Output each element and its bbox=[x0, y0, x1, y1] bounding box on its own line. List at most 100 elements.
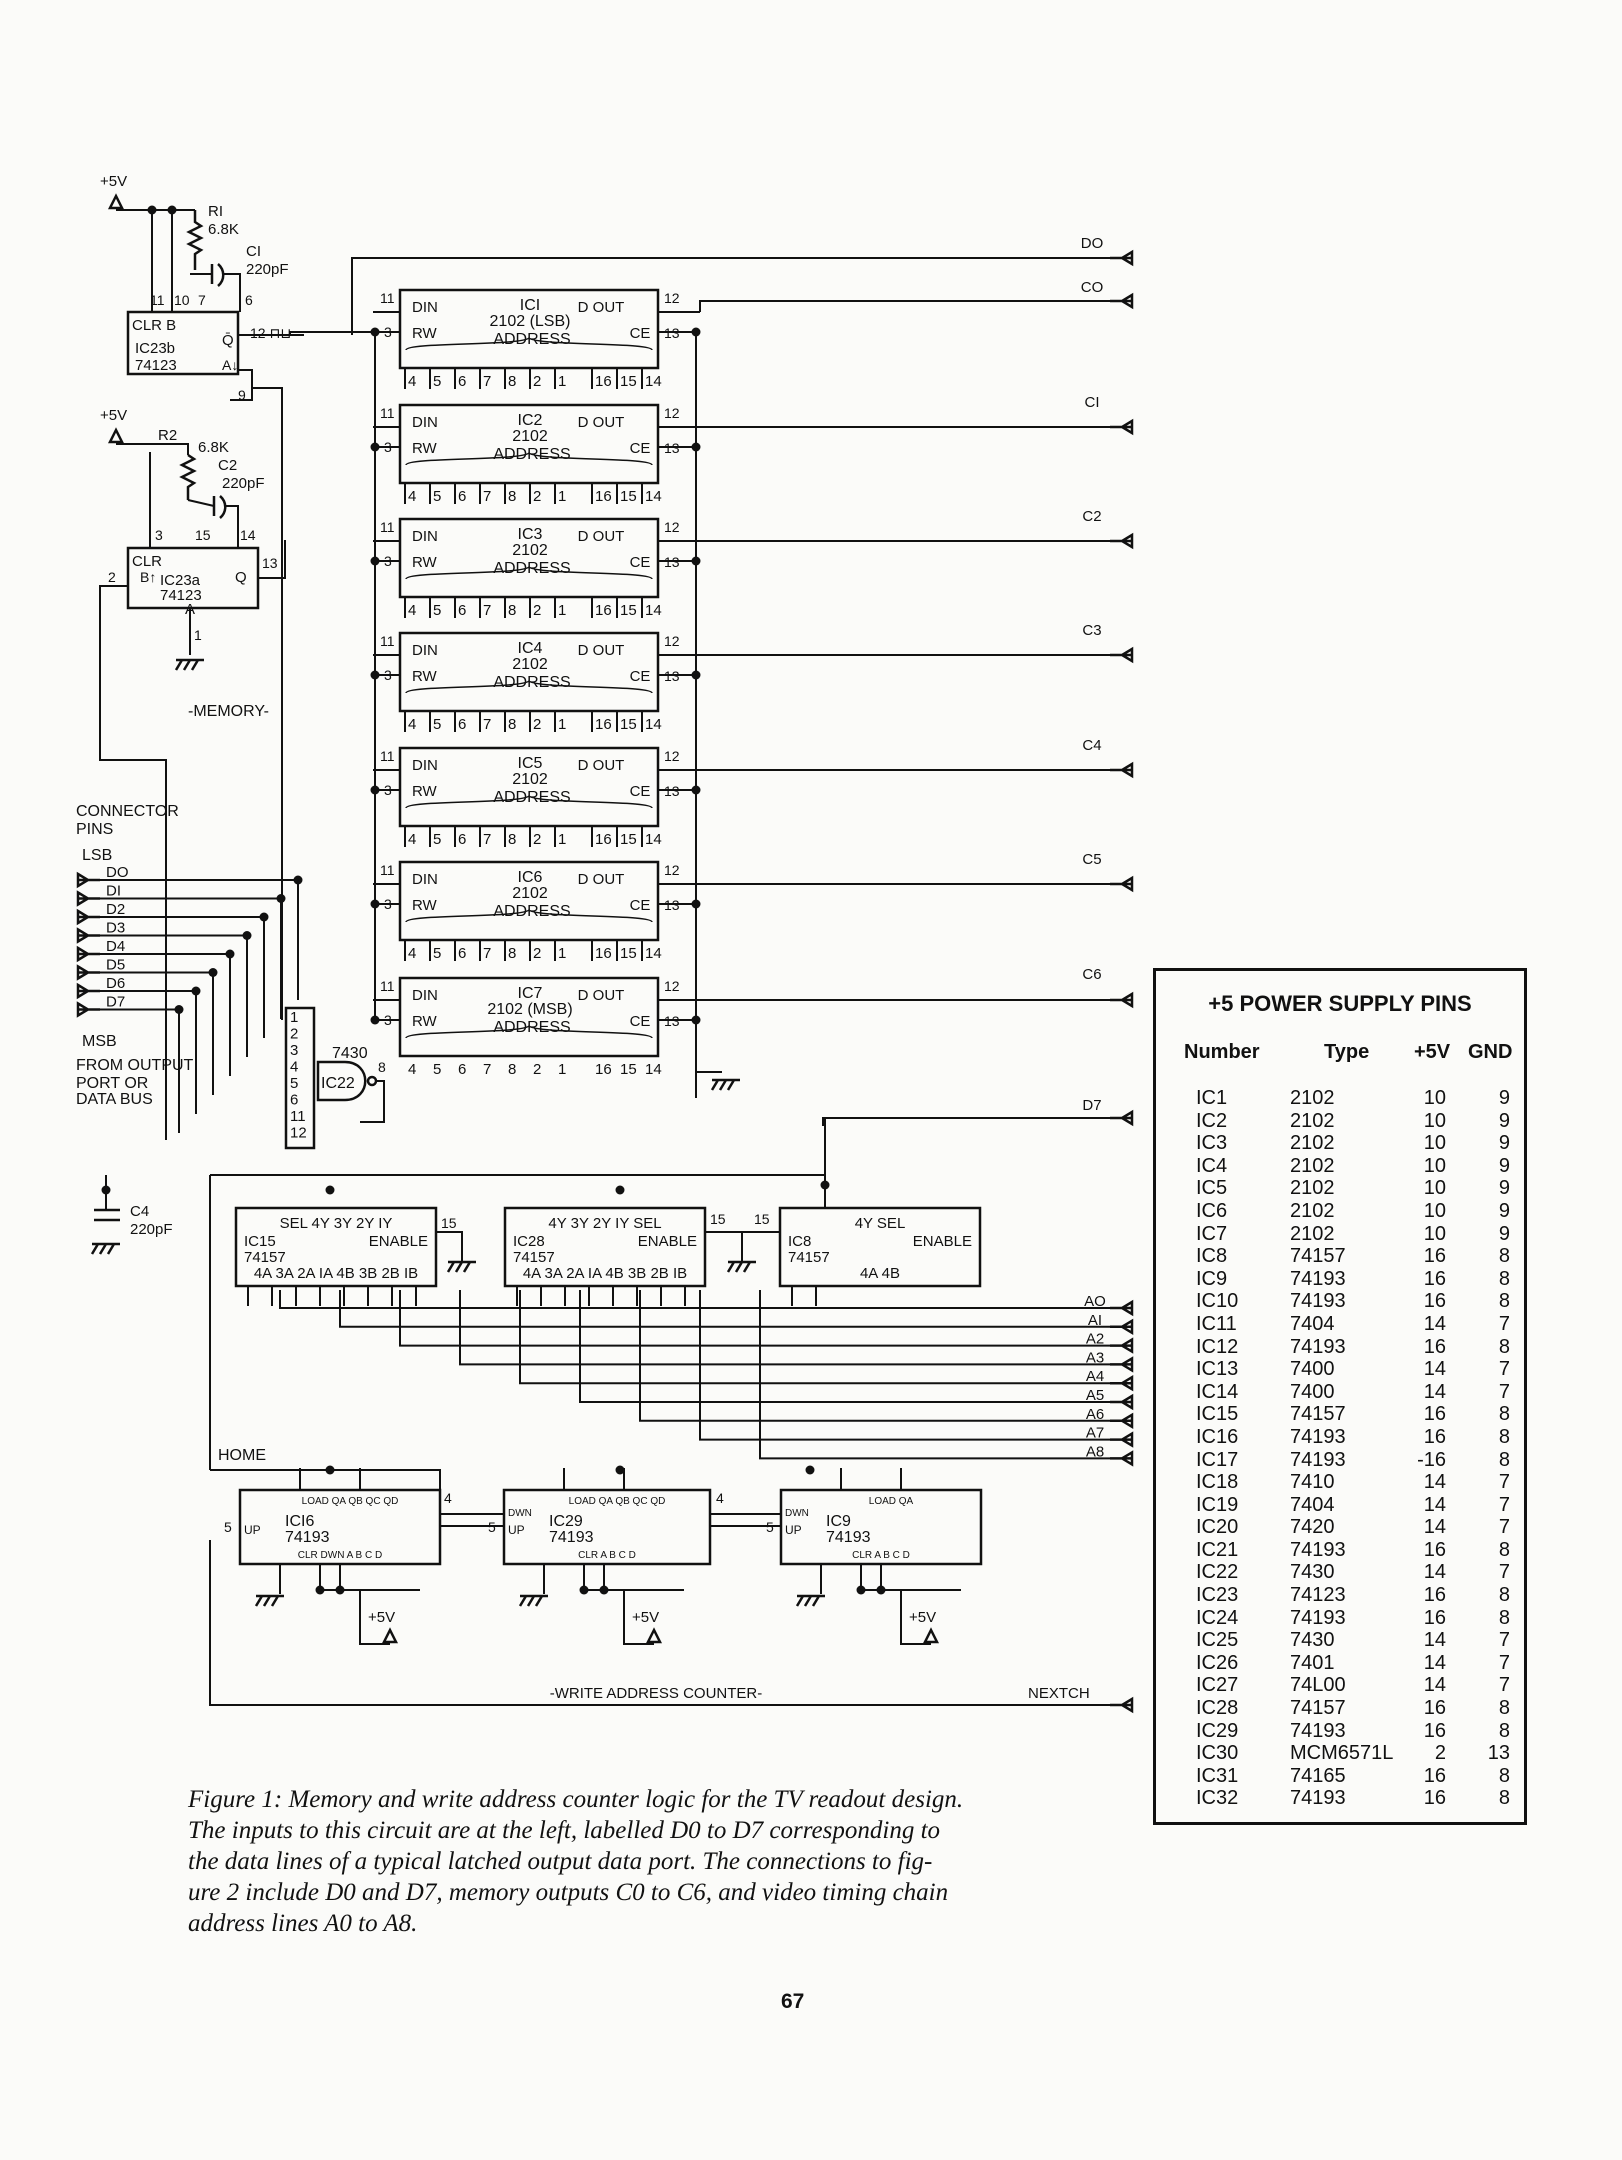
psu-type: 74193 bbox=[1290, 1335, 1346, 1358]
psu-number: IC7 bbox=[1196, 1222, 1228, 1245]
psu-number: IC18 bbox=[1196, 1471, 1239, 1494]
pin-number: 7 bbox=[198, 292, 206, 308]
ic23a-name: IC23a bbox=[160, 572, 201, 589]
selector-top-pins: SEL 4Y 3Y 2Y IY bbox=[280, 1215, 393, 1232]
junction-dot bbox=[615, 1465, 625, 1475]
pin-number: 13 bbox=[664, 897, 680, 913]
chip-type: 2102 (LSB) bbox=[490, 313, 571, 330]
address-pin-number: 15 bbox=[620, 1061, 637, 1078]
psu-number: IC11 bbox=[1196, 1312, 1237, 1335]
psu-5v-pin: 16 bbox=[1423, 1403, 1446, 1426]
address-pin-number: 1 bbox=[558, 945, 566, 962]
address-pin-number: 8 bbox=[508, 1061, 516, 1078]
pin-number: 9 bbox=[238, 387, 246, 403]
address-pin-number: 6 bbox=[458, 716, 466, 733]
address-pin-number: 16 bbox=[595, 831, 612, 848]
output-terminal-icon bbox=[1110, 292, 1134, 310]
junction-dots bbox=[101, 205, 886, 1595]
wire bbox=[210, 1469, 441, 1490]
junction-dot bbox=[370, 785, 380, 795]
psu-type: 7400 bbox=[1290, 1358, 1335, 1381]
selector-type: 74157 bbox=[513, 1249, 555, 1266]
address-pin-number: 2 bbox=[533, 602, 541, 619]
pin-number: 15 bbox=[710, 1211, 726, 1227]
address-pin-number: 4 bbox=[408, 716, 416, 733]
chip-type: 2102 (MSB) bbox=[487, 1001, 572, 1018]
address-pin-number: 16 bbox=[595, 602, 612, 619]
address-pin-number: 6 bbox=[458, 1061, 466, 1078]
psu-5v-pin: 14 bbox=[1423, 1629, 1446, 1652]
wire bbox=[99, 585, 167, 1140]
psu-type: 7430 bbox=[1290, 1561, 1335, 1584]
address-pin-number: 5 bbox=[433, 488, 441, 505]
psu-type: 74193 bbox=[1290, 1606, 1346, 1629]
wire bbox=[222, 273, 241, 312]
address-pin-number: 8 bbox=[508, 373, 516, 390]
chip-name: IC3 bbox=[518, 526, 543, 543]
psu-gnd-pin: 7 bbox=[1498, 1651, 1510, 1674]
address-pin-number: 7 bbox=[483, 831, 491, 848]
chip-address-label: ADDRESS bbox=[493, 903, 570, 920]
nand-pin-number: 6 bbox=[290, 1092, 298, 1109]
pin-number: 3 bbox=[384, 1012, 392, 1028]
plus5v-label: +5V bbox=[100, 407, 127, 424]
psu-type: 7404 bbox=[1290, 1312, 1335, 1335]
junction-dot bbox=[370, 1015, 380, 1025]
pin-number: 12 bbox=[664, 519, 680, 535]
counter-top-pins: LOAD QA bbox=[869, 1496, 914, 1507]
psu-5v-pin: 16 bbox=[1423, 1290, 1446, 1313]
chip-type: 2102 bbox=[512, 885, 548, 902]
address-pin-number: 4 bbox=[408, 488, 416, 505]
from-output-label: FROM OUTPUT bbox=[76, 1057, 194, 1074]
address-terminal-icon bbox=[1110, 1299, 1134, 1317]
psu-gnd-pin: 7 bbox=[1498, 1516, 1510, 1539]
counter-bottom-pins: CLR A B C D bbox=[578, 1550, 636, 1561]
ic23b-qbar: Q̄ bbox=[222, 332, 234, 349]
counter-dwn: DWN bbox=[508, 1508, 532, 1519]
address-pin-number: 6 bbox=[458, 831, 466, 848]
selector-bottom-pins: 4A 3A 2A IA 4B 3B 2B IB bbox=[523, 1265, 687, 1282]
memory-label: -MEMORY- bbox=[188, 703, 269, 720]
psu-number: IC25 bbox=[1196, 1629, 1239, 1652]
psu-number: IC4 bbox=[1196, 1154, 1228, 1177]
psu-type: 2102 bbox=[1290, 1177, 1335, 1200]
junction-dot bbox=[370, 442, 380, 452]
wire bbox=[658, 674, 697, 753]
output-terminal-icon bbox=[1110, 761, 1134, 779]
address-terminal-icon bbox=[1110, 1374, 1134, 1392]
junction-dot bbox=[174, 1005, 184, 1014]
pin-number: 11 bbox=[380, 290, 395, 306]
pin-number: 11 bbox=[380, 519, 395, 535]
plus5v-label: +5V bbox=[100, 173, 127, 190]
pin-number: 11 bbox=[380, 862, 395, 878]
junction-dot bbox=[208, 968, 218, 977]
address-pin-number: 16 bbox=[595, 716, 612, 733]
pin-number: 3 bbox=[384, 324, 392, 340]
psu-number: IC24 bbox=[1196, 1606, 1239, 1629]
address-pin-number: 8 bbox=[508, 831, 516, 848]
msb-label: MSB bbox=[82, 1033, 117, 1050]
wire bbox=[759, 1290, 1110, 1460]
junction-dot bbox=[370, 899, 380, 909]
chip-address-label: ADDRESS bbox=[493, 560, 570, 577]
psu-5v-pin: 10 bbox=[1423, 1132, 1446, 1155]
psu-5v-pin: 10 bbox=[1423, 1087, 1446, 1109]
output-terminal-icon bbox=[1110, 646, 1134, 664]
dout-label: D OUT bbox=[578, 528, 625, 545]
psu-number: IC14 bbox=[1196, 1380, 1239, 1403]
wire bbox=[579, 1290, 1110, 1403]
junction-dot bbox=[325, 1465, 335, 1475]
ic23a-a: A bbox=[185, 601, 195, 618]
capacitor-icon bbox=[94, 1208, 120, 1222]
pin-number: 4 bbox=[716, 1490, 724, 1506]
pin-number: 11 bbox=[380, 748, 395, 764]
psu-gnd-pin: 8 bbox=[1498, 1267, 1510, 1290]
psu-5v-pin: 16 bbox=[1423, 1787, 1446, 1810]
pin-number: 3 bbox=[384, 782, 392, 798]
